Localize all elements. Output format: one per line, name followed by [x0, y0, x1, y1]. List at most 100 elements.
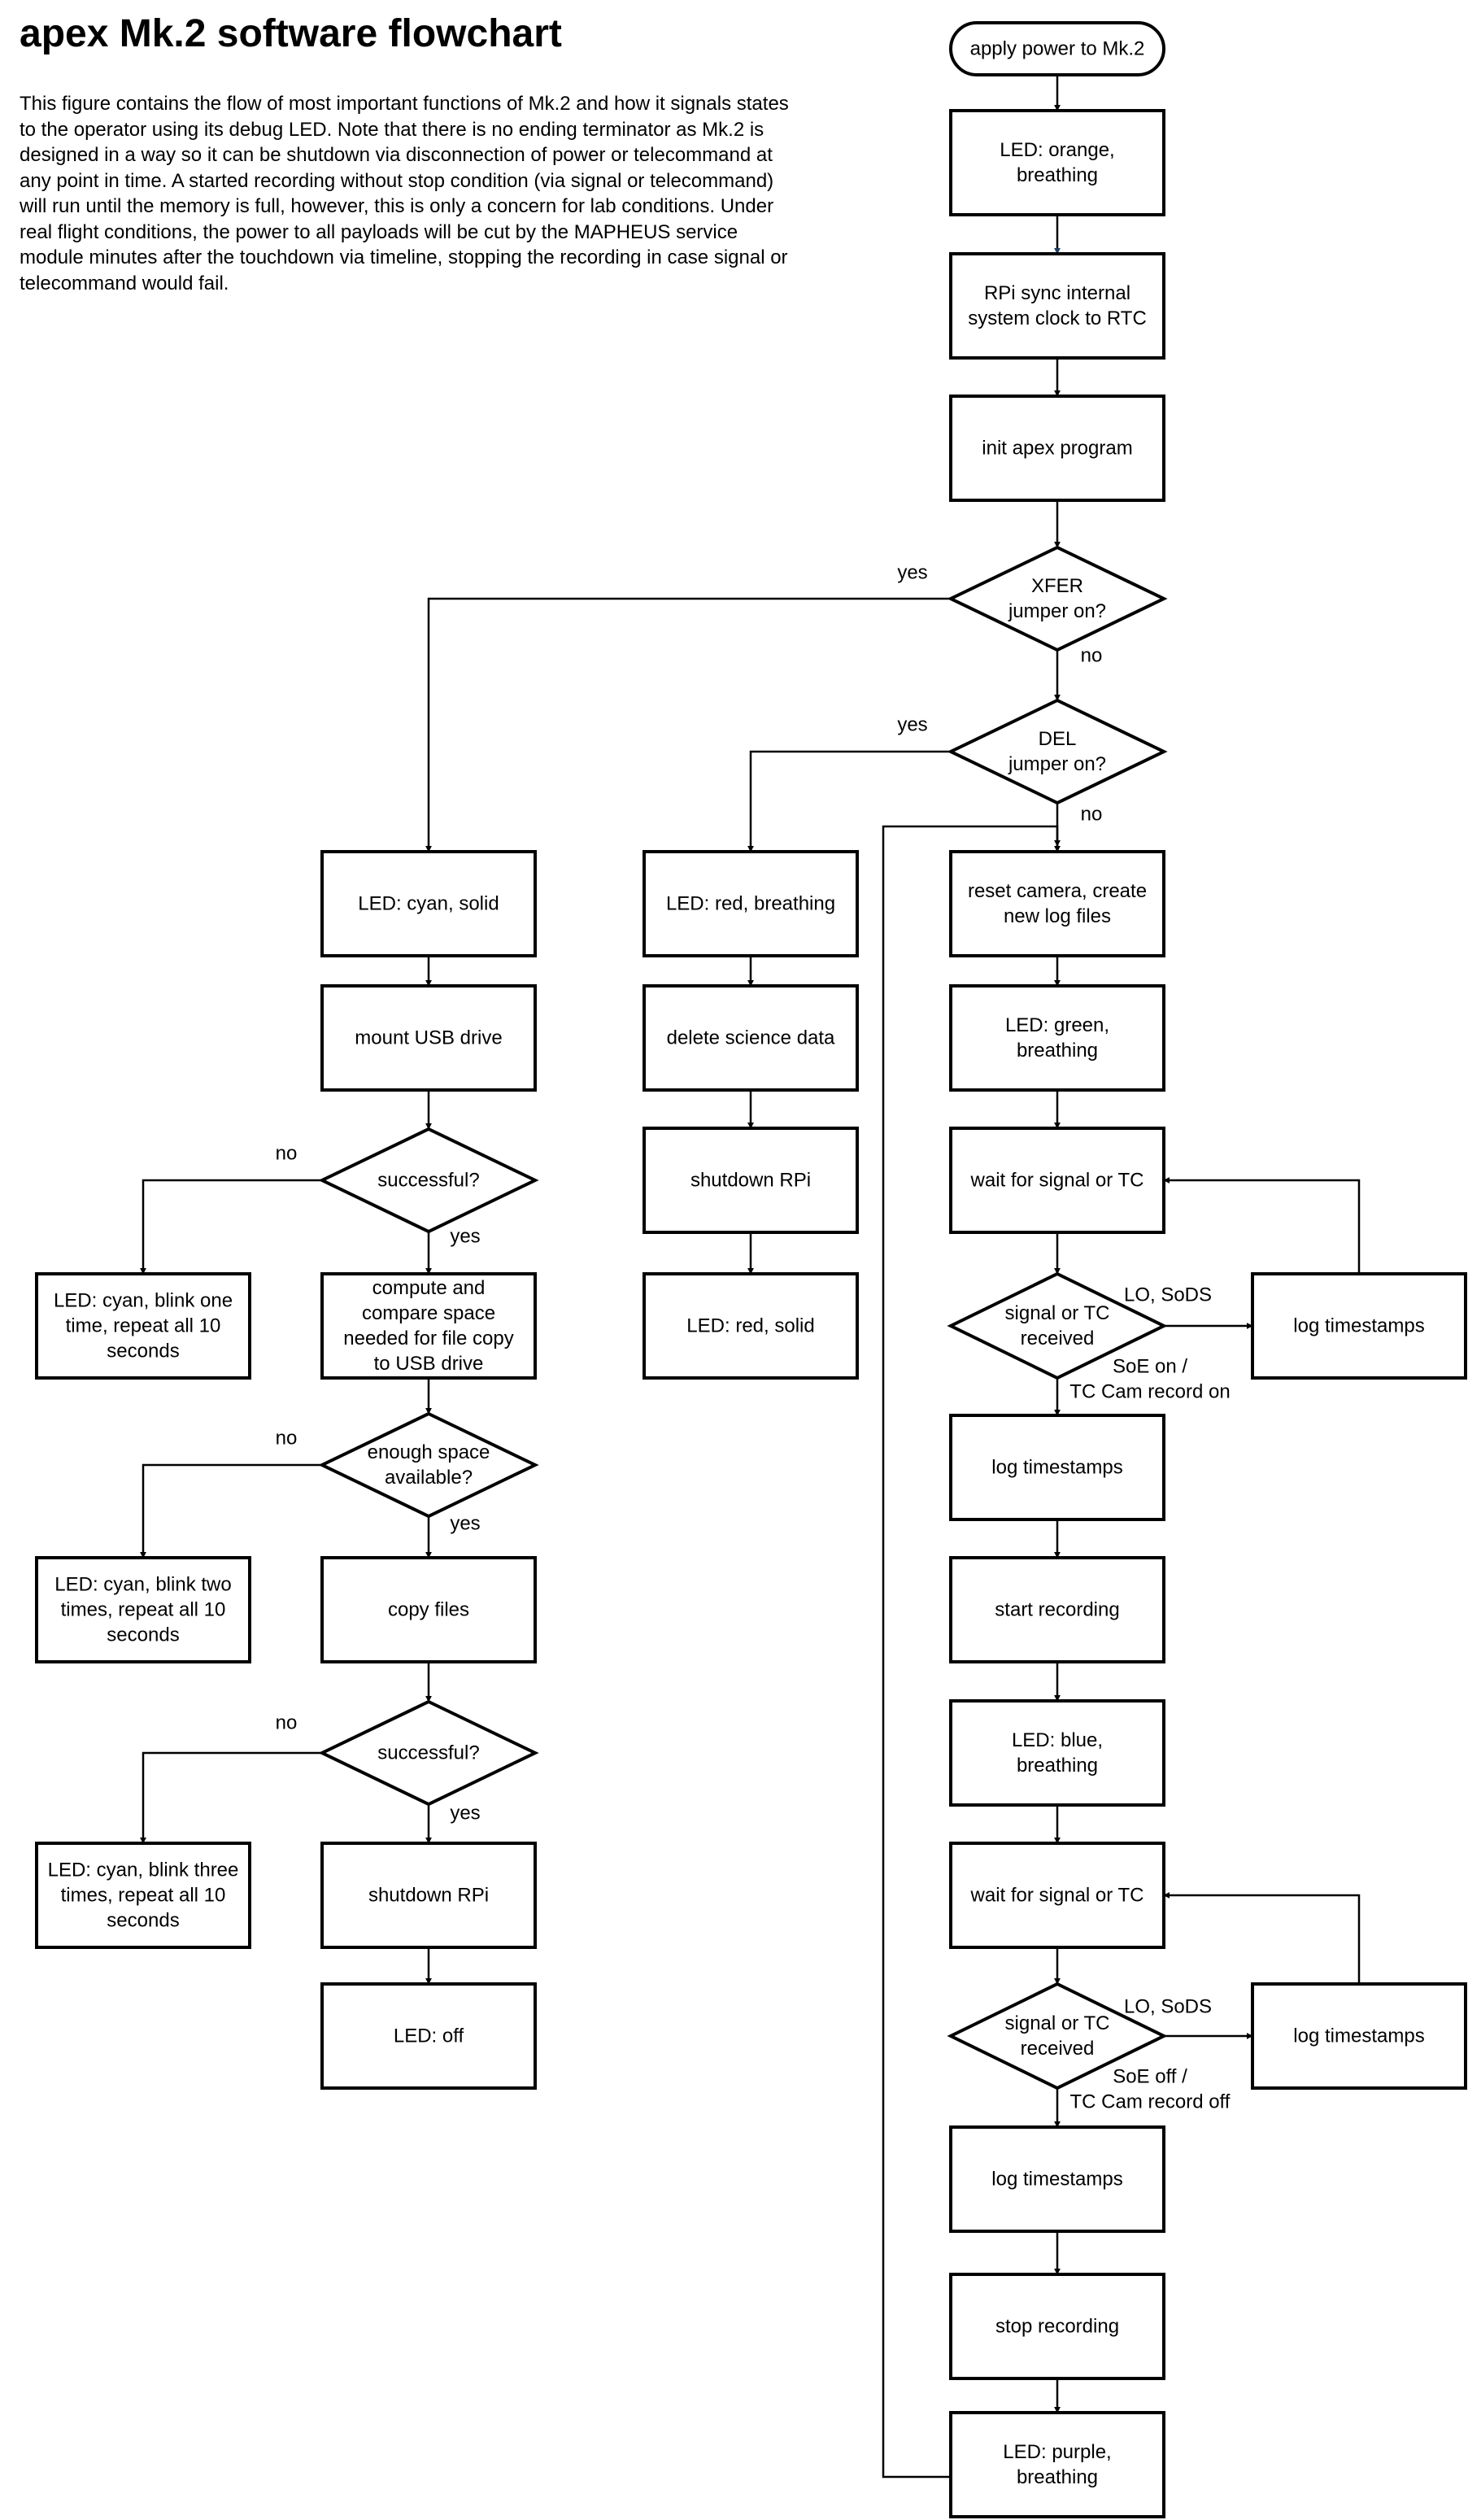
node-led_cyan_solid: LED: cyan, solid — [320, 850, 537, 957]
node-label-reset_cam-0: reset camera, create — [968, 880, 1147, 902]
node-label-blink_two-2: seconds — [107, 1624, 179, 1646]
node-log2: log timestamps — [949, 2125, 1165, 2233]
node-label-wait1-0: wait for signal or TC — [970, 1170, 1144, 1192]
node-label-blink_two-0: LED: cyan, blink two — [54, 1574, 231, 1596]
diagram-title: apex Mk.2 software flowchart — [20, 12, 562, 55]
node-shape-rtc_sync — [949, 252, 1165, 360]
node-log_side1: log timestamps — [1251, 1272, 1467, 1380]
node-led_purple: LED: purple,breathing — [949, 2411, 1165, 2518]
node-wait1: wait for signal or TC — [949, 1127, 1165, 1234]
node-shape-led_green — [949, 984, 1165, 1092]
edge-del_q-to-led_red_breath — [747, 750, 951, 852]
node-label-del_q-0: DEL — [1039, 728, 1077, 750]
node-label-delete_data-0: delete science data — [667, 1027, 835, 1049]
node-shape-mount_usb — [320, 984, 537, 1092]
node-label-rtc_sync-0: RPi sync internal — [984, 282, 1130, 304]
node-shape-log2 — [949, 2125, 1165, 2233]
node-shape-sig1_q — [947, 1271, 1168, 1380]
node-label-led_blue-0: LED: blue, — [1012, 1729, 1103, 1751]
node-label-space_q-0: enough space — [368, 1441, 490, 1463]
node-shape-blink_three — [35, 1842, 251, 1949]
node-label-copy_ok_q-0: successful? — [377, 1742, 479, 1764]
node-shape-init — [949, 395, 1165, 502]
node-reset_cam: reset camera, create new log files — [949, 850, 1165, 957]
node-shape-led_red_breath — [643, 850, 859, 957]
node-delete_data: delete science data — [643, 984, 859, 1092]
node-shape-wait2 — [949, 1842, 1165, 1949]
edge-label-sig1_q-to-log1-1: TC Cam record on — [1069, 1381, 1230, 1403]
node-label-reset_cam-1: new log files — [1004, 905, 1111, 927]
edge-label-mount_ok_q-to-compute_space: yes — [450, 1226, 480, 1248]
node-space_q: enough space available? — [318, 1411, 539, 1519]
node-label-log2-0: log timestamps — [991, 2169, 1122, 2191]
node-shape-start — [949, 21, 1165, 76]
node-shape-log_side1 — [1251, 1272, 1467, 1380]
node-label-space_q-1: available? — [385, 1467, 473, 1489]
node-wait2: wait for signal or TC — [949, 1842, 1165, 1949]
node-shape-sig2_q — [947, 1982, 1168, 2091]
node-shape-led_cyan_solid — [320, 850, 537, 957]
edge-mount_ok_q-to-blink_one — [140, 1179, 322, 1275]
node-shape-wait1 — [949, 1127, 1165, 1234]
node-label-start_rec-0: start recording — [995, 1599, 1119, 1621]
edge-label-space_q-to-blink_two: no — [276, 1428, 298, 1450]
node-label-blink_three-0: LED: cyan, blink three — [48, 1859, 239, 1881]
edge-label-copy_ok_q-to-shutdown_left: yes — [450, 1803, 480, 1825]
node-shape-delete_data — [643, 984, 859, 1092]
node-label-start-0: apply power to Mk.2 — [970, 38, 1145, 60]
node-label-compute_space-3: to USB drive — [374, 1353, 484, 1375]
edge-label-sig1_q-to-log_side1: LO, SoDS — [1124, 1284, 1212, 1306]
edge-label-del_q-to-reset_cam: no — [1081, 804, 1103, 826]
node-led_green: LED: green,breathing — [949, 984, 1165, 1092]
node-label-compute_space-0: compute and — [372, 1277, 486, 1299]
node-label-led_red_breath-0: LED: red, breathing — [666, 893, 835, 915]
node-mount_ok_q: successful? — [318, 1127, 539, 1234]
node-label-wait2-0: wait for signal or TC — [970, 1885, 1144, 1907]
node-shape-xfer_q — [947, 545, 1168, 652]
node-label-init-0: init apex program — [982, 438, 1132, 460]
edge-log_side2-to-wait2 — [1163, 1892, 1361, 1984]
node-shape-reset_cam — [949, 850, 1165, 957]
node-label-led_orange-0: LED: orange, — [1000, 139, 1114, 161]
node-led_red_solid: LED: red, solid — [643, 1272, 859, 1380]
node-copy_ok_q: successful? — [318, 1699, 539, 1807]
node-shape-shutdown_left — [320, 1842, 537, 1949]
node-led_orange: LED: orange,breathing — [949, 109, 1165, 216]
node-label-blink_two-1: times, repeat all 10 — [61, 1599, 226, 1621]
node-label-blink_one-0: LED: cyan, blink one — [54, 1290, 233, 1312]
node-shape-log_side2 — [1251, 1982, 1467, 2090]
node-stop_rec: stop recording — [949, 2273, 1165, 2380]
node-label-led_purple-1: breathing — [1017, 2466, 1098, 2488]
node-init: init apex program — [949, 395, 1165, 502]
edge-log_side1-to-wait1 — [1163, 1177, 1361, 1274]
node-label-xfer_q-1: jumper on? — [1008, 600, 1106, 622]
edge-xfer_q-to-led_cyan_solid — [425, 597, 951, 852]
node-shutdown_left: shutdown RPi — [320, 1842, 537, 1949]
node-shape-compute_space — [320, 1272, 537, 1380]
edge-label-sig2_q-to-log2-1: TC Cam record off — [1070, 2091, 1231, 2113]
node-copy_files: copy files — [320, 1556, 537, 1663]
node-shape-led_orange — [949, 109, 1165, 216]
node-label-compute_space-1: compare space — [362, 1302, 495, 1324]
node-label-shutdown_mid-0: shutdown RPi — [690, 1170, 811, 1192]
node-shape-blink_two — [35, 1556, 251, 1663]
node-shape-log1 — [949, 1414, 1165, 1521]
node-label-log1-0: log timestamps — [991, 1457, 1122, 1479]
node-label-sig2_q-0: signal or TC — [1005, 2012, 1110, 2034]
node-label-blink_three-1: times, repeat all 10 — [61, 1885, 226, 1907]
node-label-led_green-0: LED: green, — [1005, 1014, 1109, 1036]
node-shape-mount_ok_q — [318, 1127, 539, 1234]
node-blink_three: LED: cyan, blink three times, repeat all … — [35, 1842, 251, 1949]
node-label-blink_three-2: seconds — [107, 1910, 179, 1932]
node-label-blink_one-2: seconds — [107, 1341, 179, 1362]
node-start_rec: start recording — [949, 1556, 1165, 1663]
edge-label-sig2_q-to-log_side2: LO, SoDS — [1124, 1996, 1212, 2018]
node-shutdown_mid: shutdown RPi — [643, 1127, 859, 1234]
diagram-description: This figure contains the flow of most im… — [20, 93, 789, 294]
node-mount_usb: mount USB drive — [320, 984, 537, 1092]
node-start: apply power to Mk.2 — [949, 21, 1165, 76]
